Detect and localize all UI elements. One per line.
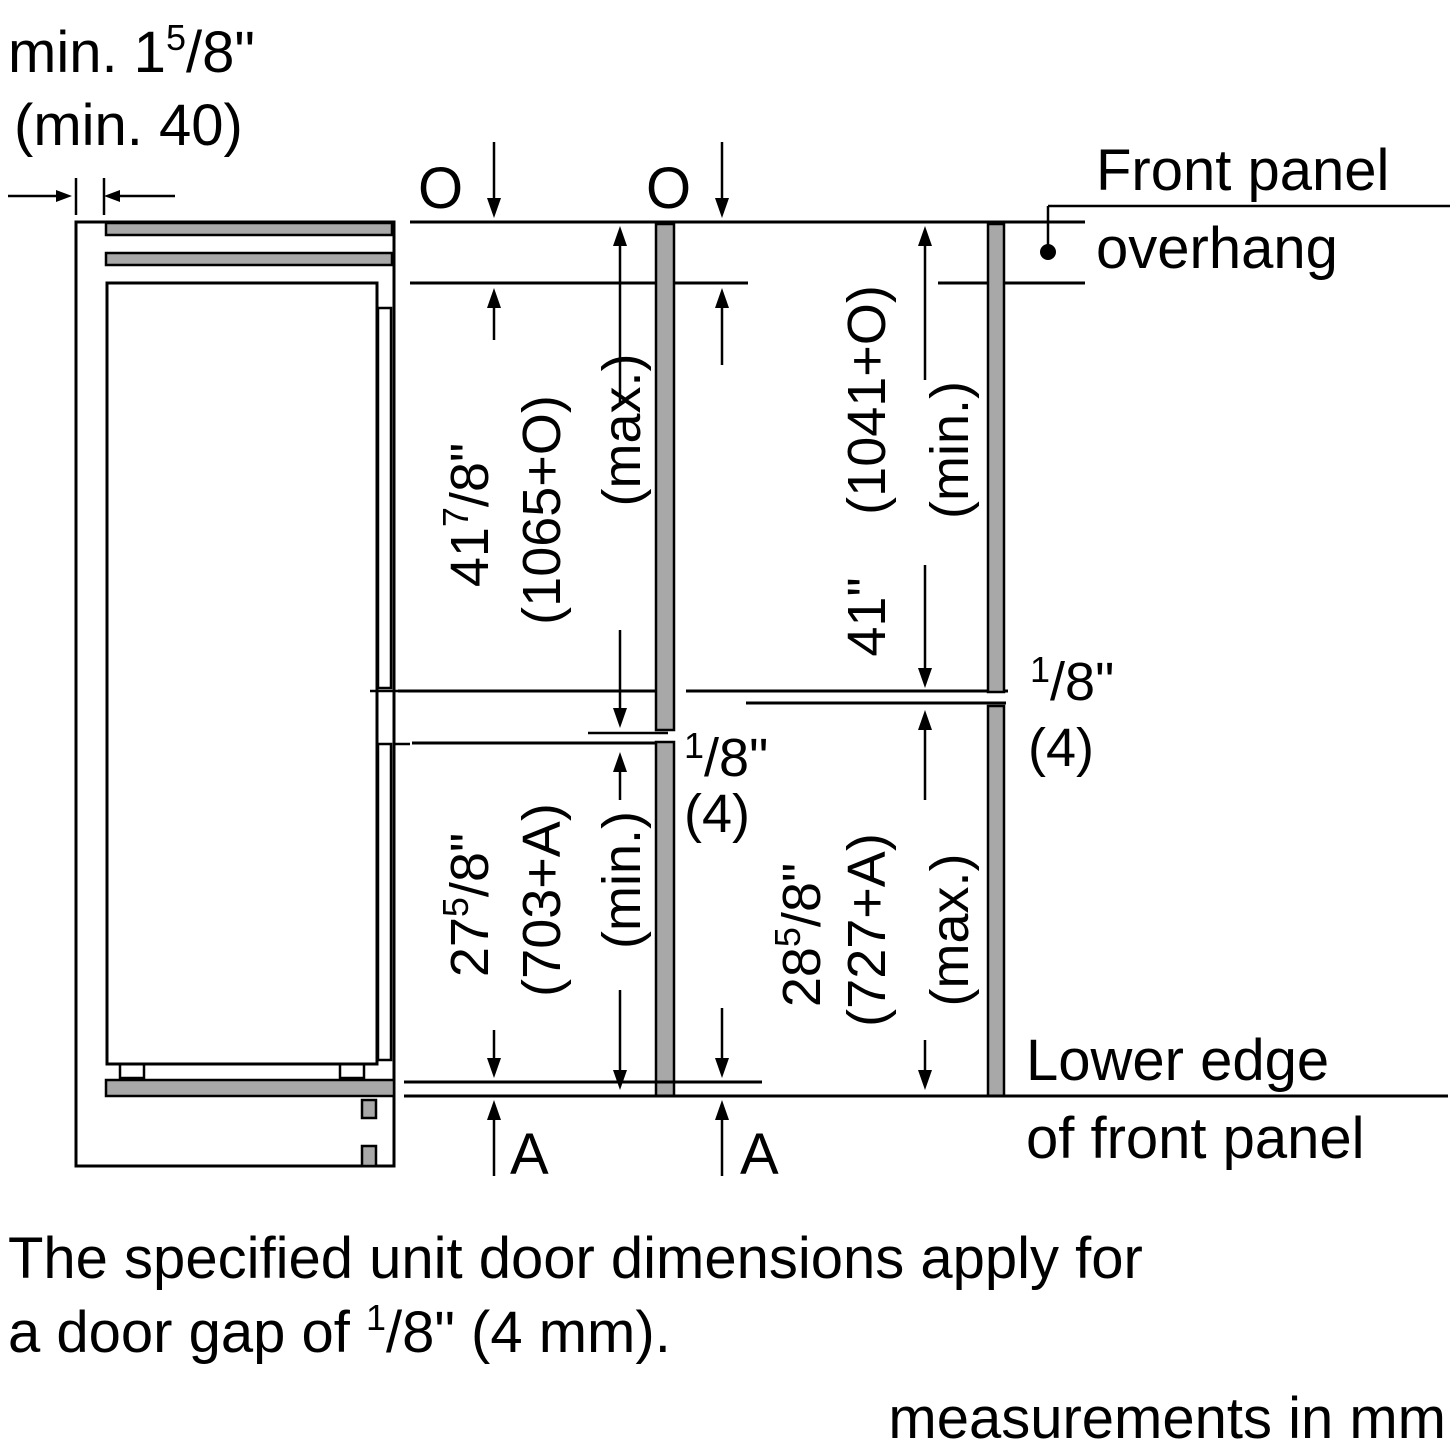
dim-lower-max-qual: (max.) <box>920 854 980 1007</box>
note-line-1: The specified unit door dimensions apply… <box>8 1226 1143 1291</box>
side-clearance-arrows <box>8 178 175 215</box>
gap-right-mm: (4) <box>1028 718 1094 778</box>
front-panel-lower-label: of front panel <box>1026 1106 1365 1171</box>
note-line-2: a door gap of 1/8" (4 mm). <box>8 1297 671 1365</box>
dim-upper-min-inch-group: 41" <box>837 577 897 656</box>
dim-lower-min-inch: 275/8" <box>435 833 500 977</box>
dim-upper-max-inch-group: 417/8" <box>435 443 500 587</box>
units-note: measurements in mm <box>888 1386 1446 1448</box>
right-door-panels <box>746 222 1006 1098</box>
gap-label-right: 1/8" (4) <box>1028 649 1114 778</box>
dim-lower-min-qual: (min.) <box>592 811 652 949</box>
side-clearance-inch: min. 15/8" <box>8 17 255 85</box>
dim-upper-min-inch: 41" <box>837 577 897 656</box>
dim-upper-max-text: (max.) <box>592 354 652 507</box>
dim-upper-max-qual: (max.) <box>592 354 652 507</box>
dim-lower-min-inch-group: 275/8" <box>435 833 500 977</box>
dim-upper-min-mm: (1041+O) <box>837 285 897 515</box>
front-panel-label: Front panel <box>1096 138 1389 203</box>
dim-line-lower-max <box>918 710 932 1090</box>
dim-lower-min-mm-group: (703+A) <box>512 803 572 997</box>
cabinet-side-view <box>74 220 410 1168</box>
dim-lower-min-mm: (703+A) <box>512 803 572 997</box>
lower-edge-label: Lower edge <box>1026 1028 1329 1093</box>
dim-lower-min-qual-group: (min.) <box>592 811 652 949</box>
dim-lower-max-qual-group: (max.) <box>920 854 980 1007</box>
dim-lower-max-inch-group: 285/8" <box>767 863 832 1007</box>
gap-right-inch: 1/8" <box>1030 649 1114 712</box>
gap-middle-inch: 1/8" <box>684 725 768 788</box>
gap-middle-mm: (4) <box>684 784 750 844</box>
dim-line-lower-min <box>613 752 627 1090</box>
overhang-mark-2: O <box>646 156 691 221</box>
dim-upper-max-mm-group: (1065+O) <box>512 395 572 625</box>
allowance-mark-1: A <box>510 1122 549 1187</box>
dim-lower-max-mm-group: (727+A) <box>837 833 897 1027</box>
front-panel-overhang-callout: Front panel overhang <box>1040 138 1450 281</box>
lower-edge-reference: A A <box>404 1008 1448 1187</box>
middle-door-panels <box>398 222 1008 1098</box>
dim-upper-min-qual-group: (min.) <box>920 381 980 519</box>
dim-upper-min-mm-group: (1041+O) <box>837 285 897 515</box>
dim-lower-max-mm: (727+A) <box>837 833 897 1027</box>
dim-line-upper-min <box>918 226 932 688</box>
overhang-reference: O O <box>410 142 1085 365</box>
dim-upper-min-qual: (min.) <box>920 381 980 519</box>
dim-lower-max-inch: 285/8" <box>767 863 832 1007</box>
side-clearance-mm: (min. 40) <box>14 93 243 158</box>
overhang-label: overhang <box>1096 216 1338 281</box>
overhang-mark-1: O <box>418 156 463 221</box>
dim-upper-max-mm: (1065+O) <box>512 395 572 625</box>
dim-upper-max-inch: 417/8" <box>435 443 500 587</box>
allowance-mark-2: A <box>740 1122 779 1187</box>
dim-line-upper-max <box>613 226 627 728</box>
gap-label-middle: 1/8" (4) <box>684 725 768 844</box>
